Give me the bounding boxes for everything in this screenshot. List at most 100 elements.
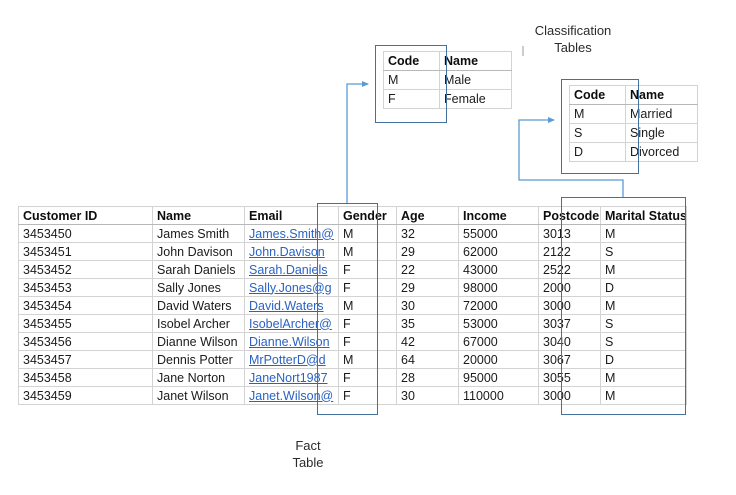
email-link[interactable]: MrPotterD@d	[249, 352, 326, 367]
table-row: M Male	[383, 70, 512, 90]
cell-code: M	[383, 70, 440, 90]
cell-age: 28	[396, 368, 459, 387]
cell-postcode: 3055	[538, 368, 601, 387]
cell-email[interactable]: JaneNort1987	[244, 368, 339, 387]
email-link[interactable]: James.Smith@	[249, 226, 334, 241]
cell-income: 62000	[458, 242, 539, 261]
cell-postcode: 3040	[538, 332, 601, 351]
cell-name: Sarah Daniels	[152, 260, 245, 279]
cell-marital-status: M	[600, 368, 687, 387]
column-header-customer-id: Customer ID	[18, 206, 153, 225]
cell-gender: M	[338, 296, 397, 315]
email-link[interactable]: JaneNort1987	[249, 370, 328, 385]
email-link[interactable]: IsobelArcher@	[249, 316, 332, 331]
cell-name: Dennis Potter	[152, 350, 245, 369]
cell-age: 30	[396, 296, 459, 315]
cell-postcode: 2522	[538, 260, 601, 279]
cell-gender: F	[338, 332, 397, 351]
cell-customer-id: 3453452	[18, 260, 153, 279]
column-header-code: Code	[383, 51, 440, 71]
cell-name: Isobel Archer	[152, 314, 245, 333]
cell-email[interactable]: David.Waters	[244, 296, 339, 315]
cell-name: Divorced	[625, 142, 698, 162]
cell-customer-id: 3453450	[18, 224, 153, 243]
cell-customer-id: 3453459	[18, 386, 153, 405]
cell-marital-status: S	[600, 332, 687, 351]
table-header-row: Customer ID Name Email Gender Age Income…	[18, 206, 687, 225]
gender-classification-table: Code Name M Male F Female	[383, 51, 512, 109]
table-header-row: Code Name	[569, 85, 698, 105]
email-link[interactable]: Sarah.Daniels	[249, 262, 328, 277]
cell-income: 72000	[458, 296, 539, 315]
cell-marital-status: M	[600, 260, 687, 279]
fact-table-grid: Customer ID Name Email Gender Age Income…	[18, 206, 687, 405]
cell-code: D	[569, 142, 626, 162]
cell-customer-id: 3453453	[18, 278, 153, 297]
cell-name: David Waters	[152, 296, 245, 315]
cell-email[interactable]: James.Smith@	[244, 224, 339, 243]
cell-income: 55000	[458, 224, 539, 243]
column-header-postcode: Postcode	[538, 206, 601, 225]
cell-name: Male	[439, 70, 512, 90]
cell-customer-id: 3453456	[18, 332, 153, 351]
cell-email[interactable]: MrPotterD@d	[244, 350, 339, 369]
email-link[interactable]: Janet.Wilson@	[249, 388, 334, 403]
column-header-email: Email	[244, 206, 339, 225]
cell-age: 42	[396, 332, 459, 351]
cell-gender: M	[338, 224, 397, 243]
cell-gender: F	[338, 386, 397, 405]
cell-name: John Davison	[152, 242, 245, 261]
cell-postcode: 3000	[538, 296, 601, 315]
cell-gender: F	[338, 278, 397, 297]
table-row: F Female	[383, 89, 512, 109]
cell-marital-status: S	[600, 242, 687, 261]
cell-email[interactable]: John.Davison	[244, 242, 339, 261]
cell-name: Sally Jones	[152, 278, 245, 297]
cell-email[interactable]: Sarah.Daniels	[244, 260, 339, 279]
cell-marital-status: D	[600, 278, 687, 297]
table-row: M Married	[569, 104, 698, 124]
cell-email[interactable]: Dianne.Wilson	[244, 332, 339, 351]
cell-marital-status: M	[600, 224, 687, 243]
column-header-code: Code	[569, 85, 626, 105]
email-link[interactable]: Sally.Jones@g	[249, 280, 332, 295]
connector-gender	[346, 81, 369, 203]
cell-gender: M	[338, 350, 397, 369]
cell-age: 29	[396, 242, 459, 261]
column-header-gender: Gender	[338, 206, 397, 225]
table-row: D Divorced	[569, 142, 698, 162]
cell-email[interactable]: IsobelArcher@	[244, 314, 339, 333]
cell-marital-status: S	[600, 314, 687, 333]
fact-table-label: Fact Table	[292, 438, 324, 470]
column-header-income: Income	[458, 206, 539, 225]
cell-postcode: 3037	[538, 314, 601, 333]
cell-email[interactable]: Sally.Jones@g	[244, 278, 339, 297]
email-link[interactable]: David.Waters	[249, 298, 324, 313]
cell-age: 32	[396, 224, 459, 243]
fact-table: Customer ID Name Email Gender Age Income…	[18, 206, 687, 405]
column-header-marital-status: Marital Status	[600, 206, 687, 225]
email-link[interactable]: Dianne.Wilson	[249, 334, 330, 349]
column-header-name: Name	[625, 85, 698, 105]
cell-income: 43000	[458, 260, 539, 279]
classification-tables-label: Classification Tables	[534, 23, 612, 55]
cell-postcode: 2000	[538, 278, 601, 297]
gender-lookup-grid: Code Name M Male F Female	[383, 51, 512, 109]
cell-code: S	[569, 123, 626, 143]
email-link[interactable]: John.Davison	[249, 244, 325, 259]
cell-income: 95000	[458, 368, 539, 387]
cell-postcode: 2122	[538, 242, 601, 261]
cell-name: Janet Wilson	[152, 386, 245, 405]
cell-email[interactable]: Janet.Wilson@	[244, 386, 339, 405]
column-header-name: Name	[439, 51, 512, 71]
cell-name: Single	[625, 123, 698, 143]
